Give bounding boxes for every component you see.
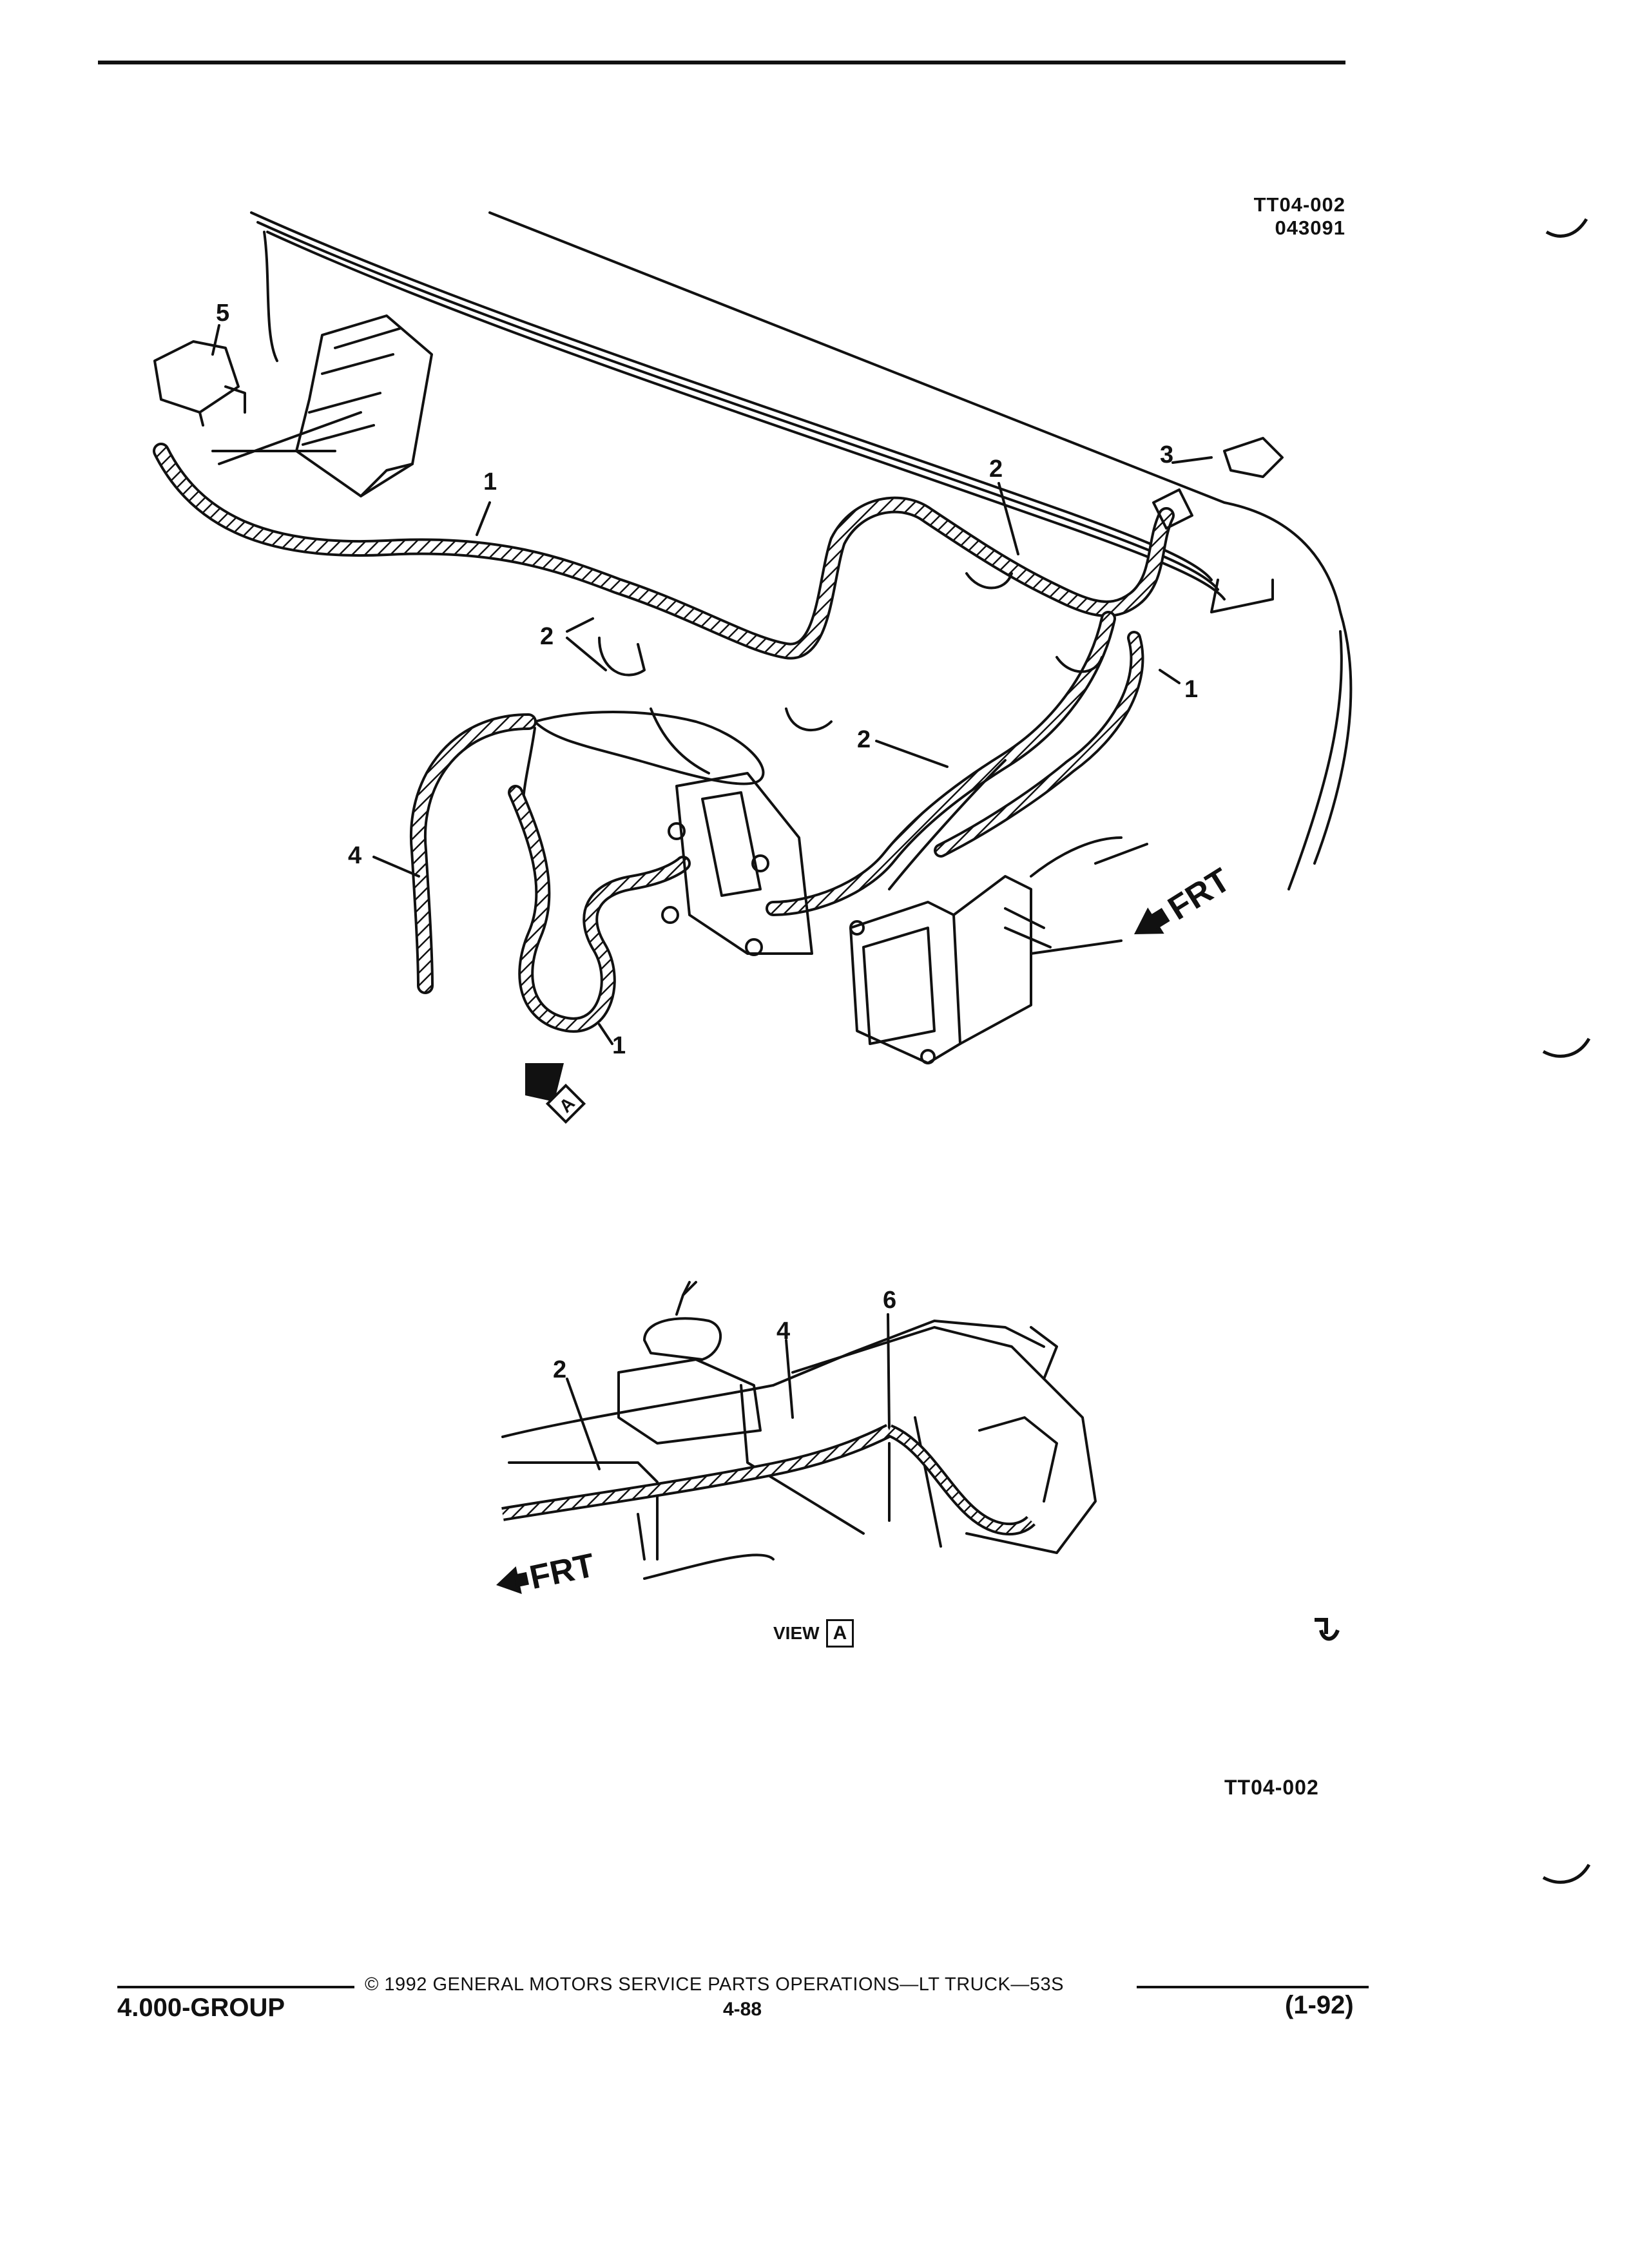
footer-group: 4.000-GROUP	[117, 1994, 285, 2022]
view-letter-box: A	[825, 1619, 854, 1648]
callout-2-top: 2	[989, 456, 1003, 483]
frt-label-bottom: FRT	[526, 1546, 598, 1597]
edge-mark-2	[1542, 1037, 1591, 1058]
callout-1-right: 1	[1184, 676, 1198, 703]
view-a-caption: VIEW A	[773, 1619, 854, 1648]
module-5-outline	[153, 340, 240, 414]
view-a-detail-drawing	[501, 1281, 1097, 1580]
callout-2-left: 2	[540, 623, 554, 650]
footer-rule-right	[1137, 1986, 1369, 1988]
view-word: VIEW	[773, 1623, 820, 1643]
callout-5: 5	[216, 300, 229, 327]
callout-4: 4	[348, 842, 361, 869]
figure-code-bottom: TT04-002	[1224, 1776, 1319, 1799]
view-a-pointer: A	[525, 1063, 586, 1124]
callout-1-bottom: 1	[612, 1032, 626, 1059]
frt-label-top: FRT	[1162, 861, 1237, 928]
footer-date: (1-92)	[1285, 1991, 1354, 2019]
top-rule	[98, 61, 1345, 64]
edge-mark-1	[1545, 218, 1588, 238]
footer-page-number: 4-88	[723, 1999, 762, 2020]
edge-mark-4	[1315, 1618, 1340, 1641]
footer-rule-left	[117, 1986, 354, 1988]
figure-code-block: TT04-002 043091	[1254, 193, 1345, 240]
view-a-callout-2: 2	[553, 1356, 566, 1383]
figure-code: TT04-002	[1253, 193, 1345, 216]
frt-arrow-top: FRT	[1134, 861, 1237, 934]
figure-date-code: 043091	[1275, 216, 1345, 239]
callout-1-top: 1	[483, 468, 497, 495]
callout-3: 3	[1160, 441, 1173, 468]
frt-arrow-bottom: FRT	[496, 1546, 598, 1597]
edge-mark-3	[1542, 1863, 1591, 1884]
view-a-callout-6: 6	[883, 1287, 896, 1314]
callout-2-mid: 2	[857, 726, 871, 753]
view-a-callout-4: 4	[776, 1318, 790, 1345]
harness-4	[410, 713, 537, 994]
footer-copyright: © 1992 GENERAL MOTORS SERVICE PARTS OPER…	[365, 1974, 1064, 1995]
body-panel-edge	[250, 211, 1213, 581]
